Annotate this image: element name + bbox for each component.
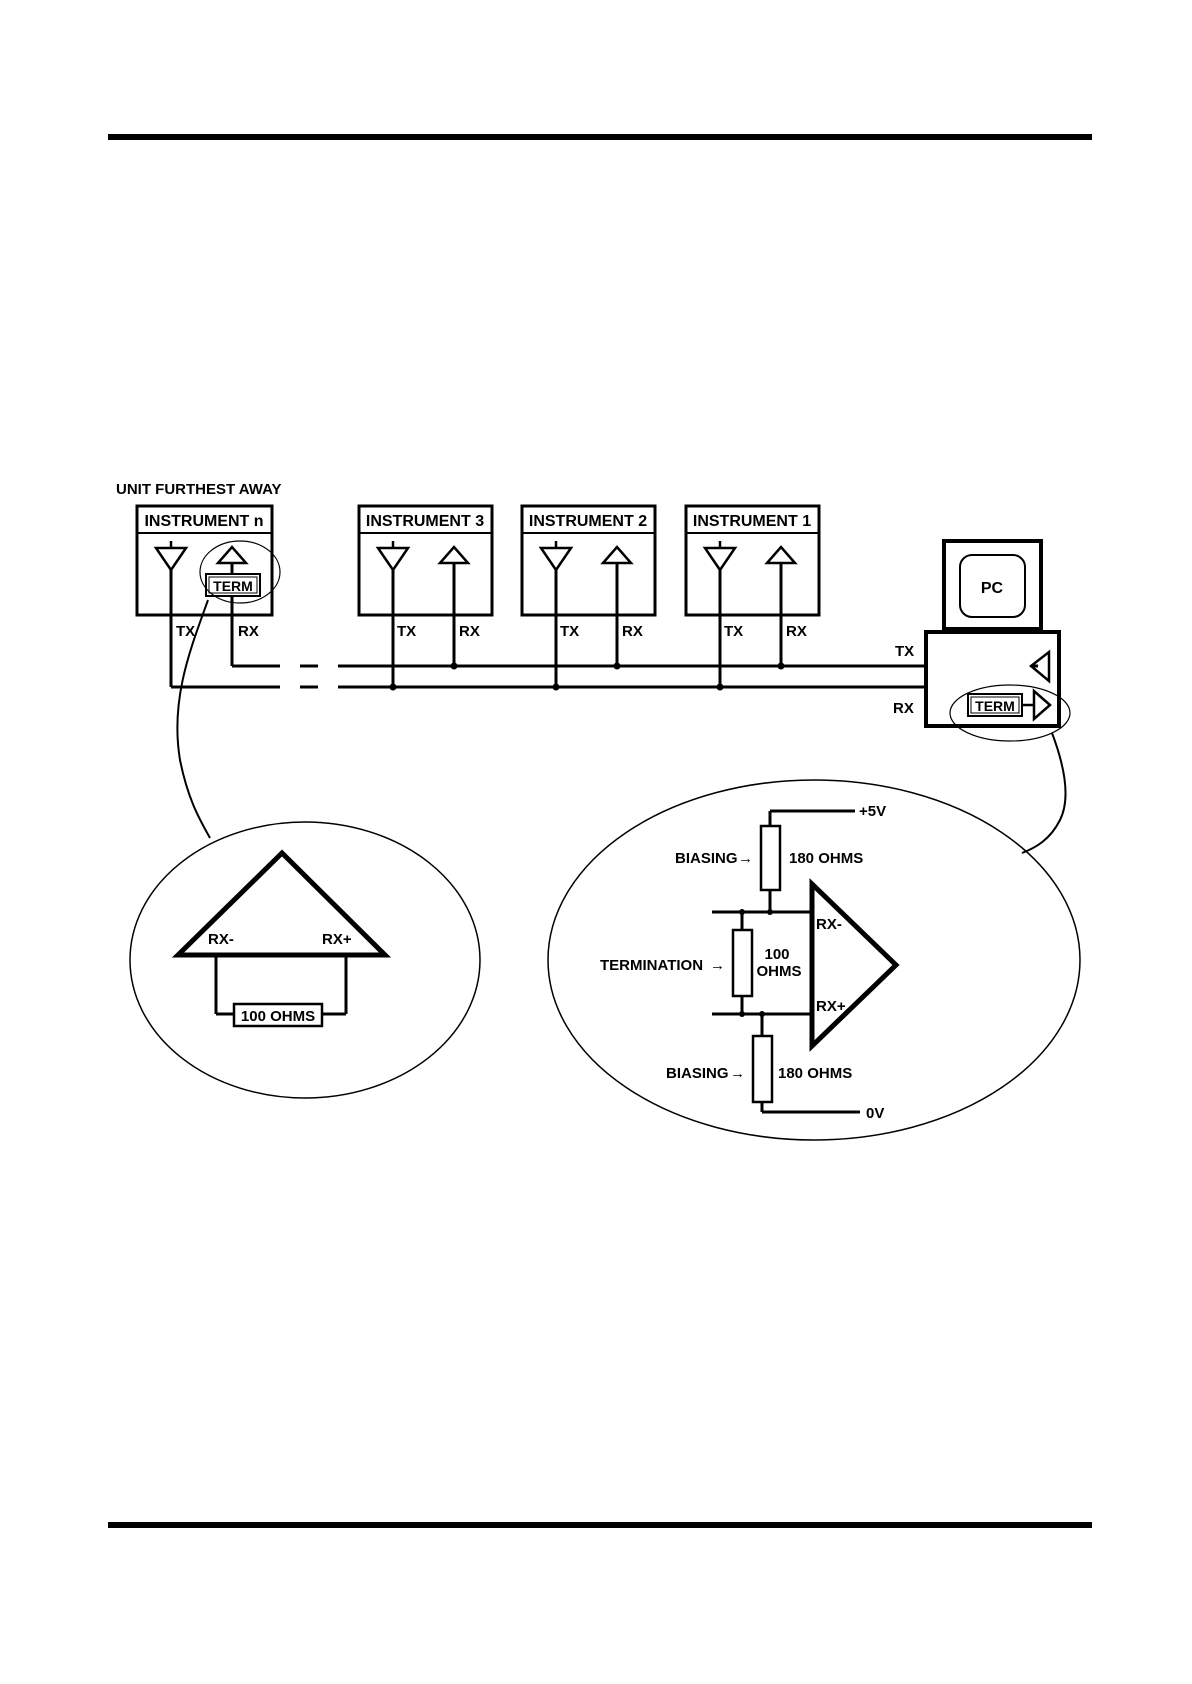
ohms-100-line1: 100 <box>764 946 789 963</box>
biasing-top-label: BIASING <box>675 850 738 867</box>
rx-plus-label: RX+ <box>322 931 352 948</box>
tx-driver-icon <box>156 548 186 570</box>
instrument-2-label: INSTRUMENT 2 <box>529 513 647 530</box>
pc-interface-box: TERM TX RX <box>893 632 1059 726</box>
bus-lines <box>171 563 1038 705</box>
zero-v-label: 0V <box>866 1105 884 1122</box>
tx-label: TX <box>560 623 579 640</box>
rx-receiver-icon <box>603 547 631 563</box>
svg-text:→: → <box>710 957 725 974</box>
instrument-3-label: INSTRUMENT 3 <box>366 513 484 530</box>
left-detail-ellipse: RX- RX+ 100 OHMS <box>130 822 480 1098</box>
instrument-1-box: INSTRUMENT 1 TX RX <box>686 506 819 640</box>
tx-driver-icon <box>541 548 571 570</box>
tx-driver-icon <box>705 548 735 570</box>
rx-plus-label: RX+ <box>816 998 846 1015</box>
pc-monitor: PC <box>944 541 1041 629</box>
termination-label: TERMINATION <box>600 957 703 974</box>
rx-minus-label: RX- <box>816 916 842 933</box>
unit-furthest-away-label: UNIT FURTHEST AWAY <box>116 481 282 498</box>
instrument-n-box: INSTRUMENT n TERM TX RX <box>137 506 280 640</box>
rx-minus-label: RX- <box>208 931 234 948</box>
svg-text:TERM: TERM <box>213 578 253 594</box>
svg-text:→: → <box>730 1065 745 1082</box>
rx-receiver-icon <box>767 547 795 563</box>
plus5v-label: +5V <box>859 803 886 820</box>
tx-label: TX <box>724 623 743 640</box>
ohms-180-bottom-label: 180 OHMS <box>778 1065 852 1082</box>
ohms-100-line2: OHMS <box>757 963 802 980</box>
termination-resistor <box>733 930 752 996</box>
instrument-3-box: INSTRUMENT 3 TX RX <box>359 506 492 640</box>
pc-tx-label: TX <box>895 643 914 660</box>
ohms-180-top-label: 180 OHMS <box>789 850 863 867</box>
right-callout-curve <box>1022 733 1066 853</box>
rx-receiver-icon <box>218 547 246 563</box>
rx-label: RX <box>459 623 480 640</box>
svg-text:TERM: TERM <box>975 698 1015 714</box>
tx-label: TX <box>397 623 416 640</box>
biasing-bottom-label: BIASING <box>666 1065 729 1082</box>
rx-label: RX <box>238 623 259 640</box>
receiver-amplifier-icon <box>812 884 896 1046</box>
svg-text:→: → <box>738 850 753 867</box>
rx-receiver-icon <box>440 547 468 563</box>
tx-driver-icon <box>378 548 408 570</box>
bias-resistor-top <box>761 826 780 890</box>
pc-rx-label: RX <box>893 700 914 717</box>
rx-label: RX <box>786 623 807 640</box>
right-detail-ellipse: +5V BIASING → 180 OHMS TERMINATION → 100… <box>548 780 1080 1140</box>
instrument-n-label: INSTRUMENT n <box>144 513 263 530</box>
resistor-100-ohms-label: 100 OHMS <box>241 1008 315 1025</box>
instrument-2-box: INSTRUMENT 2 TX RX <box>522 506 655 640</box>
instrument-1-label: INSTRUMENT 1 <box>693 513 811 530</box>
pc-label: PC <box>981 580 1004 597</box>
rx-label: RX <box>622 623 643 640</box>
tx-label: TX <box>176 623 195 640</box>
bias-resistor-bottom <box>753 1036 772 1102</box>
